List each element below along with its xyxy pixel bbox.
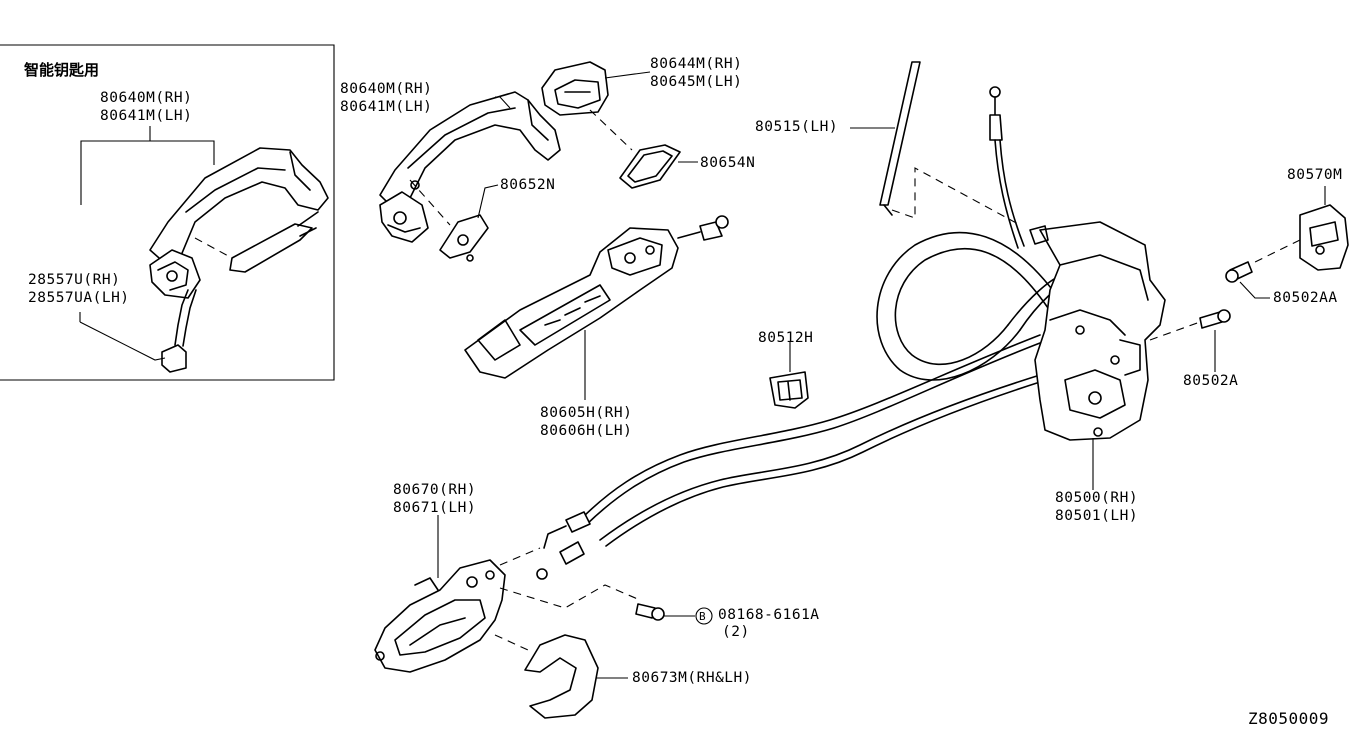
label-rod: 80515(LH) — [755, 119, 839, 135]
label-escutcheon-lh: 80645M(LH) — [650, 74, 743, 90]
small-gasket-drawing — [439, 184, 499, 262]
label-screw-a: 80502A — [1183, 373, 1239, 389]
screw-a-drawing — [1199, 309, 1231, 372]
inset-title: 智能钥匙用 — [24, 61, 100, 79]
label-bolt-code: 08168-6161A — [718, 607, 820, 623]
screw-aa-drawing — [1225, 261, 1270, 299]
label-clip: 80512H — [758, 330, 814, 346]
inset-label-handle-rh: 80640M(RH) — [100, 90, 193, 106]
escutcheon-drawing — [541, 61, 651, 151]
label-lock-rh: 80500(RH) — [1055, 490, 1139, 506]
inset-label-handle-lh: 80641M(LH) — [100, 108, 193, 124]
label-striker: 80570M — [1287, 167, 1343, 183]
label-inside-handle-lh: 80671(LH) — [393, 500, 477, 516]
inset-label-sensor-lh: 28557UA(LH) — [28, 290, 130, 306]
inside-handle-drawing — [374, 515, 641, 673]
label-small-gasket: 80652N — [500, 177, 556, 193]
inset-handle-drawing — [149, 147, 329, 373]
inset-frame — [0, 44, 335, 381]
label-inside-handle-rh: 80670(RH) — [393, 482, 477, 498]
striker-drawing — [1254, 186, 1349, 271]
inset-label-sensor-rh: 28557U(RH) — [28, 272, 121, 288]
diagram-id: Z8050009 — [1248, 709, 1330, 728]
label-bracket-rh: 80605H(RH) — [540, 405, 633, 421]
label-lock-lh: 80501(LH) — [1055, 508, 1139, 524]
door-lock-drawing — [1029, 221, 1201, 490]
label-escutcheon-rh: 80644M(RH) — [650, 56, 743, 72]
rod-drawing — [850, 61, 1021, 226]
bolt-drawing — [635, 603, 713, 625]
cable-top-drawing — [989, 86, 1025, 249]
label-handle-rh: 80640M(RH) — [340, 81, 433, 97]
long-cables-drawing — [536, 334, 1041, 580]
clip-drawing — [769, 342, 809, 409]
label-gasket: 80654N — [700, 155, 756, 171]
gasket-drawing — [619, 144, 698, 189]
cover-drawing — [524, 634, 628, 719]
label-bolt-qty: (2) — [722, 624, 750, 640]
outside-handle-drawing — [379, 91, 561, 243]
label-handle-lh: 80641M(LH) — [340, 99, 433, 115]
bracket-drawing — [464, 215, 729, 400]
label-bracket-lh: 80606H(LH) — [540, 423, 633, 439]
bolt-mark: B — [699, 610, 707, 623]
label-screw-aa: 80502AA — [1273, 290, 1338, 306]
label-cover: 80673M(RH&LH) — [632, 670, 752, 686]
